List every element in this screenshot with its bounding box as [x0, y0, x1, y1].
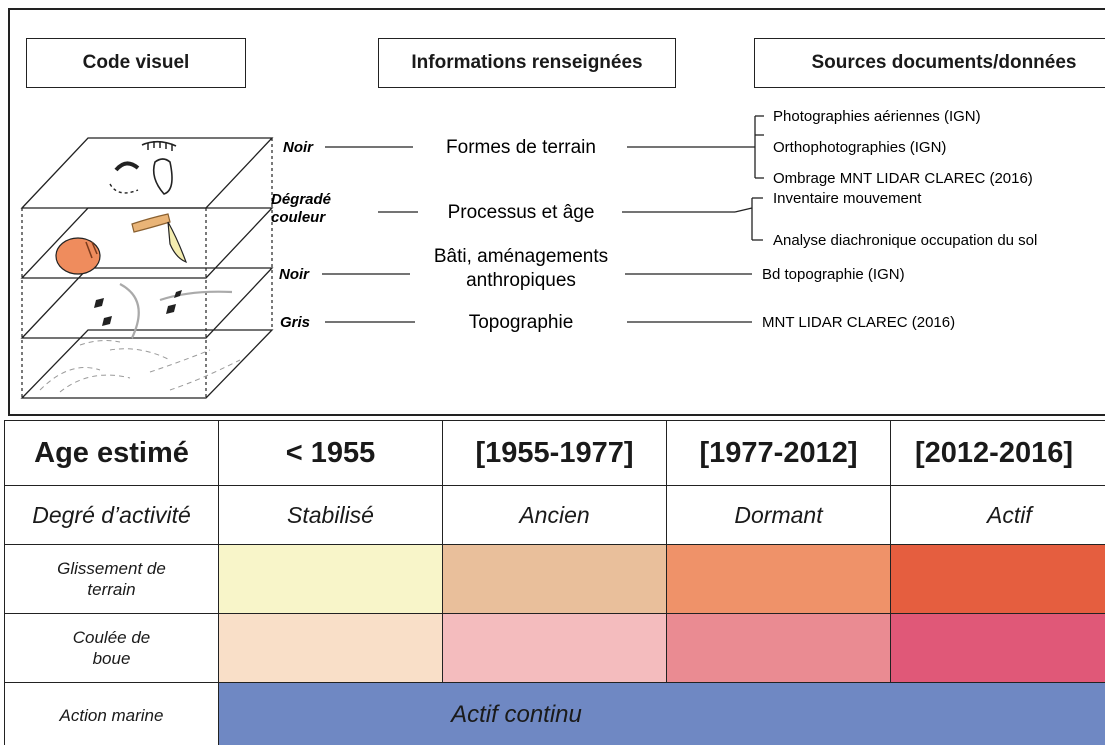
legend-frame	[8, 8, 1105, 416]
color-label-grey: Gris	[280, 314, 310, 331]
mudflow-color-swatch	[890, 613, 1105, 683]
activity-legend-table: Age estimé < 1955 [1955-1977] [1977-2012…	[4, 420, 1105, 745]
color-label-gradient-1: Dégradé	[271, 191, 331, 208]
age-period: < 1955	[218, 420, 443, 486]
source-aerial-photos: Photographies aériennes (IGN)	[773, 108, 981, 125]
header-information: Informations renseignées	[378, 38, 676, 88]
age-label: Age estimé	[4, 420, 219, 486]
table-row-marine: Action marine Actif continu	[4, 682, 1105, 745]
process-symbols	[55, 213, 188, 275]
landslide-color-swatch	[666, 544, 891, 614]
layer-plane-2	[20, 207, 274, 279]
info-built-1: Bâti, aménagements	[434, 246, 608, 267]
layer-plane-4	[20, 329, 274, 399]
mudflow-label-line1: Coulée de	[72, 628, 151, 647]
color-label-black-1: Noir	[283, 139, 314, 156]
header-visual-code: Code visuel	[26, 38, 246, 88]
marine-value: Actif continu	[451, 701, 582, 728]
landform-symbols	[109, 140, 177, 195]
mudflow-color-swatch	[218, 613, 443, 683]
landslide-label-line2: terrain	[87, 580, 136, 599]
leader-lines	[322, 115, 764, 323]
age-period: [2012-2016]	[890, 420, 1105, 486]
info-process-age: Processus et âge	[448, 202, 595, 223]
info-topography: Topographie	[469, 312, 574, 333]
color-label-gradient-2: couleur	[271, 209, 326, 226]
landslide-label: Glissement de terrain	[4, 544, 219, 614]
mudflow-color-swatch	[442, 613, 667, 683]
activity-degree: Actif	[890, 485, 1105, 545]
mudflow-color-swatch	[666, 613, 891, 683]
source-orthophotos: Orthophotographies (IGN)	[773, 139, 946, 156]
landslide-color-swatch	[442, 544, 667, 614]
age-period: [1977-2012]	[666, 420, 891, 486]
block-diagram: Noir Dégradé couleur Noir Gris Formes de…	[20, 108, 1037, 399]
layer-planes	[20, 137, 274, 399]
source-mnt-lidar: MNT LIDAR CLAREC (2016)	[762, 314, 955, 331]
layer-plane-3	[20, 267, 274, 339]
age-period: [1955-1977]	[442, 420, 667, 486]
topography-lines	[39, 340, 241, 393]
info-built-2: anthropiques	[466, 270, 576, 291]
table-row-age: Age estimé < 1955 [1955-1977] [1977-2012…	[4, 420, 1105, 486]
marine-label: Action marine	[4, 682, 219, 745]
source-movement-inventory: Inventaire mouvement	[773, 190, 922, 207]
built-symbols	[94, 283, 233, 339]
info-landforms: Formes de terrain	[446, 137, 596, 158]
layer-plane-1	[20, 137, 274, 209]
activity-label: Degré d’activité	[4, 485, 219, 545]
activity-degree: Stabilisé	[218, 485, 443, 545]
block-dashed-edges	[21, 138, 273, 398]
table-row-landslide: Glissement de terrain	[4, 544, 1105, 614]
color-label-black-2: Noir	[279, 266, 310, 283]
activity-degree: Dormant	[666, 485, 891, 545]
landslide-color-swatch	[218, 544, 443, 614]
mudflow-label: Coulée de boue	[4, 613, 219, 683]
source-lidar-shading: Ombrage MNT LIDAR CLAREC (2016)	[773, 170, 1033, 187]
header-sources: Sources documents/données	[754, 38, 1105, 88]
landslide-color-swatch	[890, 544, 1105, 614]
mudflow-label-line2: boue	[92, 649, 131, 668]
activity-degree: Ancien	[442, 485, 667, 545]
source-bd-topo: Bd topographie (IGN)	[762, 266, 905, 283]
table-row-mudflow: Coulée de boue	[4, 613, 1105, 683]
table-row-activity: Degré d’activité Stabilisé Ancien Dorman…	[4, 485, 1105, 545]
source-land-use-analysis: Analyse diachronique occupation du sol	[773, 232, 1037, 249]
landslide-label-line1: Glissement de	[57, 559, 166, 578]
marine-continuous-cell: Actif continu	[218, 682, 1105, 745]
